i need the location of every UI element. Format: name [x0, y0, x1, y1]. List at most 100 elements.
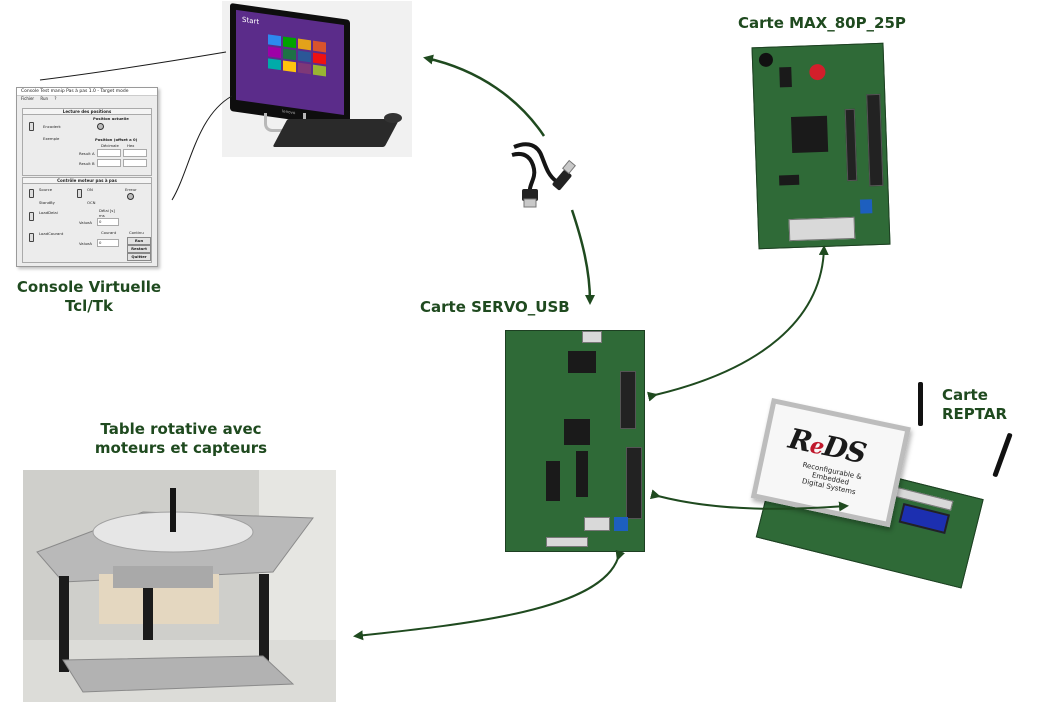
- computer-monitor-photo: Start lenovo: [222, 1, 412, 157]
- caption-console: Console Virtuelle Tcl/Tk: [16, 278, 162, 315]
- console-section-positions-title: Lecture des positions: [23, 109, 151, 115]
- console-label-load-courant: LoadCourant: [39, 231, 64, 236]
- monitor-start-text: Start: [242, 15, 260, 27]
- console-section-motor-title: Contrôle moteur pas à pas: [23, 178, 151, 184]
- status-led-icon: [97, 123, 104, 130]
- console-label-decimale: Décimale: [101, 143, 119, 148]
- value-a-text: 0: [99, 219, 102, 224]
- rotary-table-photo: [23, 470, 336, 702]
- console-link-line: [39, 51, 227, 81]
- virtual-console-window: Console Test manip Pas à pas 1.0 - Targe…: [16, 87, 158, 267]
- usb-port-icon: [582, 331, 602, 343]
- console-label-courant: Courant: [101, 230, 117, 235]
- error-led-icon: [127, 193, 134, 200]
- toggle-switch-icon: [29, 189, 34, 198]
- console-label-on: ON: [87, 187, 93, 192]
- console-label-encoder: Encoderk: [43, 124, 61, 129]
- quitter-button: Quitter: [127, 253, 151, 261]
- header-connector-icon: [546, 537, 588, 547]
- console-label-result-a: Result A: [79, 151, 95, 156]
- tile-icon: [283, 36, 296, 49]
- value-b-field: 0: [97, 239, 119, 247]
- result-b-hex-field: [123, 159, 147, 167]
- servo-usb-board-photo: [505, 330, 645, 552]
- arrow-usb-to-servo: [570, 209, 595, 305]
- console-label-ocn: OCN: [87, 200, 96, 205]
- console-menubar: Fichier Run ?: [17, 96, 157, 102]
- toggle-switch-icon: [29, 122, 34, 131]
- db-connector-icon: [788, 216, 856, 242]
- arrow-servo-table: [353, 549, 626, 641]
- console-titlebar: Console Test manip Pas à pas 1.0 - Targe…: [17, 88, 157, 96]
- antenna-icon: [918, 382, 923, 426]
- reptar-board-photo: ReDS Reconfigurable & Embedded Digital S…: [750, 382, 1013, 589]
- tile-icon: [298, 50, 311, 63]
- console-menu-fichier: Fichier: [21, 96, 35, 101]
- arrow-usb-to-pc: [423, 54, 546, 137]
- console-label-value-a: ValueA: [79, 220, 93, 225]
- usb-cable-icon: [511, 142, 576, 208]
- board-connector-icon: [626, 447, 642, 519]
- reds-logo-ds: DS: [820, 429, 869, 471]
- value-b-text: 0: [99, 240, 102, 245]
- restart-button: Restart: [127, 245, 151, 253]
- red-button-icon: [809, 63, 826, 81]
- console-label-value-b: ValueA: [79, 241, 93, 246]
- board-connector-icon: [866, 93, 884, 187]
- console-label-ms: ms: [99, 213, 105, 218]
- buzzer-icon: [758, 52, 774, 68]
- console-section-positions: Lecture des positions Encoderk Position …: [22, 108, 152, 176]
- terminal-block-icon: [859, 199, 873, 214]
- tile-icon: [268, 46, 281, 59]
- caption-reptar: Carte REPTAR: [942, 386, 1008, 423]
- result-a-hex-field: [123, 149, 147, 157]
- tile-icon: [283, 60, 296, 73]
- chip-icon: [546, 461, 560, 501]
- chip-icon: [779, 174, 800, 186]
- result-b-field: [97, 159, 121, 167]
- tile-icon: [313, 40, 326, 53]
- monitor-screen: Start lenovo: [230, 3, 350, 128]
- console-label-position-offset: Position (offset a 0): [95, 137, 138, 142]
- terminal-block-icon: [614, 517, 628, 531]
- tile-icon: [298, 62, 311, 75]
- console-label-erreur: Erreur: [125, 187, 137, 192]
- console-label-position-actuelle: Position actuelle: [93, 116, 129, 121]
- keyboard-icon: [272, 119, 400, 147]
- console-label-standby: StandBy: [39, 200, 55, 205]
- max-board-photo: [751, 42, 891, 250]
- tile-icon: [313, 52, 326, 65]
- tile-icon: [283, 48, 296, 61]
- caption-max: Carte MAX_80P_25P: [738, 14, 906, 32]
- board-connector-icon: [844, 108, 858, 182]
- console-label-hex: Hex: [127, 143, 135, 148]
- console-title: Console Test manip Pas à pas 1.0 - Targe…: [21, 89, 129, 94]
- tile-icon: [298, 38, 311, 51]
- fpga-chip-icon: [564, 419, 590, 445]
- console-label-load-delai: LoadDelai: [39, 210, 58, 215]
- console-section-motor: Contrôle moteur pas à pas Source ON Erre…: [22, 177, 152, 263]
- toggle-switch-icon: [77, 189, 82, 198]
- console-label-continu: Continu: [129, 230, 144, 235]
- console-label-source: Source: [39, 187, 53, 192]
- mouse-icon: [384, 113, 402, 123]
- arrow-servo-max: [647, 245, 829, 402]
- console-label-delai: Délai [s]: [99, 208, 115, 213]
- header-connector-icon: [584, 517, 610, 531]
- caption-servo: Carte SERVO_USB: [420, 298, 570, 316]
- chip-icon: [576, 451, 588, 497]
- tile-icon: [268, 34, 281, 47]
- value-a-field: 0: [97, 218, 119, 226]
- tile-icon: [268, 58, 281, 71]
- antenna-icon: [992, 432, 1013, 478]
- fpga-chip-icon: [790, 115, 829, 154]
- chip-icon: [568, 351, 596, 373]
- windows-start-screen: Start: [236, 9, 344, 116]
- toggle-switch-icon: [29, 212, 34, 221]
- caption-table: Table rotative avec moteurs et capteurs: [94, 420, 268, 457]
- toggle-switch-icon: [29, 233, 34, 242]
- chip-icon: [779, 66, 792, 88]
- run-button: Run: [127, 237, 151, 245]
- console-label-exemple: Exemple: [43, 136, 60, 141]
- board-connector-icon: [620, 371, 636, 429]
